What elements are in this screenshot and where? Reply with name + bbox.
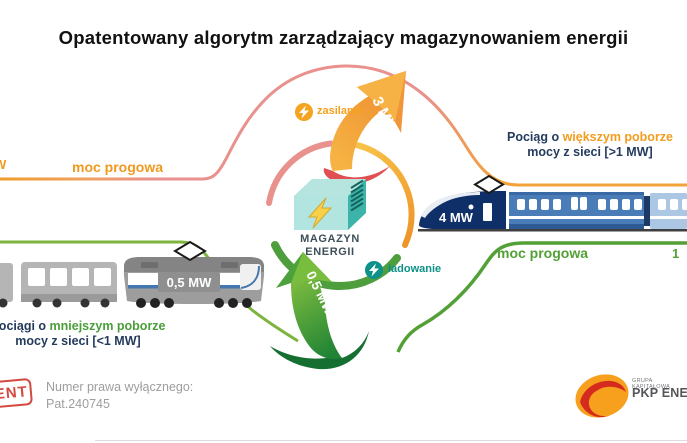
- pantograph-icon-left: [173, 240, 207, 262]
- threshold-label-right: moc progowa: [497, 245, 589, 261]
- left-edge-fragment: W: [0, 157, 7, 172]
- right-caption-prefix: Pociąg o: [506, 130, 563, 144]
- storage-ring-yellow-arc: [349, 141, 415, 248]
- right-caption-line2: mocy z sieci [>1 MW]: [527, 144, 653, 159]
- charge-flow-label: ładowanie: [388, 263, 442, 275]
- right-caption-line1: Pociąg o większym poborze: [490, 130, 687, 145]
- supply-flash-icon: [295, 103, 313, 121]
- left-train: 0,5 MW: [0, 240, 265, 308]
- car-windows: [28, 268, 111, 286]
- track-line: [418, 229, 687, 232]
- patent-rights-number: Pat.240745: [46, 396, 110, 411]
- patent-rights-label: Numer prawa wyłącznego:: [46, 380, 194, 394]
- logo-group-label: GRUPA KAPITAŁOWA: [632, 378, 671, 390]
- right-edge-fragment: 1: [672, 246, 680, 261]
- left-caption-highlight: mniejszym poborze: [49, 319, 166, 333]
- threshold-line-green-right: [396, 241, 687, 353]
- charge-flash-icon: [365, 261, 383, 279]
- right-train: 4 MW: [418, 174, 687, 232]
- left-train-caption: Pociągi o mniejszym poborze mocy z sieci…: [0, 319, 178, 348]
- left-caption-line1: Pociągi o mniejszym poborze: [0, 319, 178, 334]
- charge-arrow: 0,5 MW: [270, 252, 369, 370]
- pantograph-icon-right: [473, 174, 505, 195]
- storage-ring-green-arc: [271, 241, 401, 290]
- power-curve-large-train: [0, 64, 687, 187]
- logo-name-label: PKP ENERGETYKA: [632, 386, 687, 400]
- right-train-caption: Pociąg o większym poborze mocy z sieci […: [490, 130, 687, 159]
- left-caption-prefix: Pociągi o: [0, 319, 47, 333]
- battery-vents: [350, 179, 364, 212]
- bottom-divider: [95, 440, 687, 441]
- patent-rights: Numer prawa wyłącznego: Pat.240745: [46, 379, 193, 412]
- storage-label-line2: ENERGII: [305, 246, 355, 258]
- right-caption-highlight: większym poborze: [562, 130, 674, 144]
- train-windows: [517, 197, 642, 210]
- storage-ring-pink-arc: [266, 140, 334, 206]
- threshold-label-left: moc progowa: [72, 159, 164, 175]
- left-caption-line2: mocy z sieci [<1 MW]: [15, 333, 141, 348]
- supply-flow-label: zasilanie: [317, 105, 363, 117]
- page-title: Opatentowany algorytm zarządzający magaz…: [58, 27, 629, 48]
- storage-label-line1: MAGAZYN: [300, 233, 360, 245]
- left-train-power-label: 0,5 MW: [167, 275, 213, 290]
- storage-label: MAGAZYN ENERGII: [278, 233, 382, 259]
- pkp-energetyka-logo-icon: [575, 374, 629, 418]
- lightning-bolt-icon: [307, 197, 333, 229]
- right-train-power-label: 4 MW: [439, 210, 474, 225]
- energy-storage-box: [294, 179, 366, 230]
